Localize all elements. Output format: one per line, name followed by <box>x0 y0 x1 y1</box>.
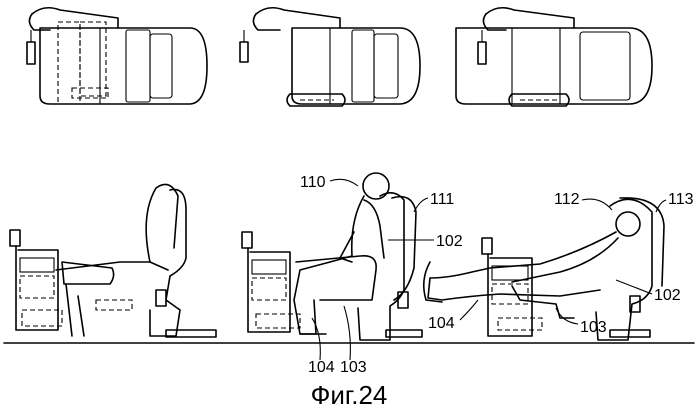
seat-plan-recline <box>240 8 420 106</box>
figure-caption: Фиг.24 <box>0 380 698 411</box>
ref-102-a: 102 <box>436 233 463 250</box>
ref-110: 110 <box>300 174 326 191</box>
seat-plan-bed <box>456 8 652 106</box>
ref-112: 112 <box>554 191 580 208</box>
ref-103-a: 103 <box>340 359 367 376</box>
seat-side-seated <box>242 173 422 340</box>
seat-plan-upright <box>27 8 207 104</box>
ref-102-b: 102 <box>654 287 681 304</box>
seat-side-reclined <box>424 198 664 340</box>
ref-104-a: 104 <box>308 359 335 376</box>
ref-104-b: 104 <box>428 315 455 332</box>
ref-111: 111 <box>430 191 454 208</box>
seat-side-empty <box>10 184 216 337</box>
ref-103-b: 103 <box>580 319 607 336</box>
ref-113: 113 <box>668 191 694 208</box>
